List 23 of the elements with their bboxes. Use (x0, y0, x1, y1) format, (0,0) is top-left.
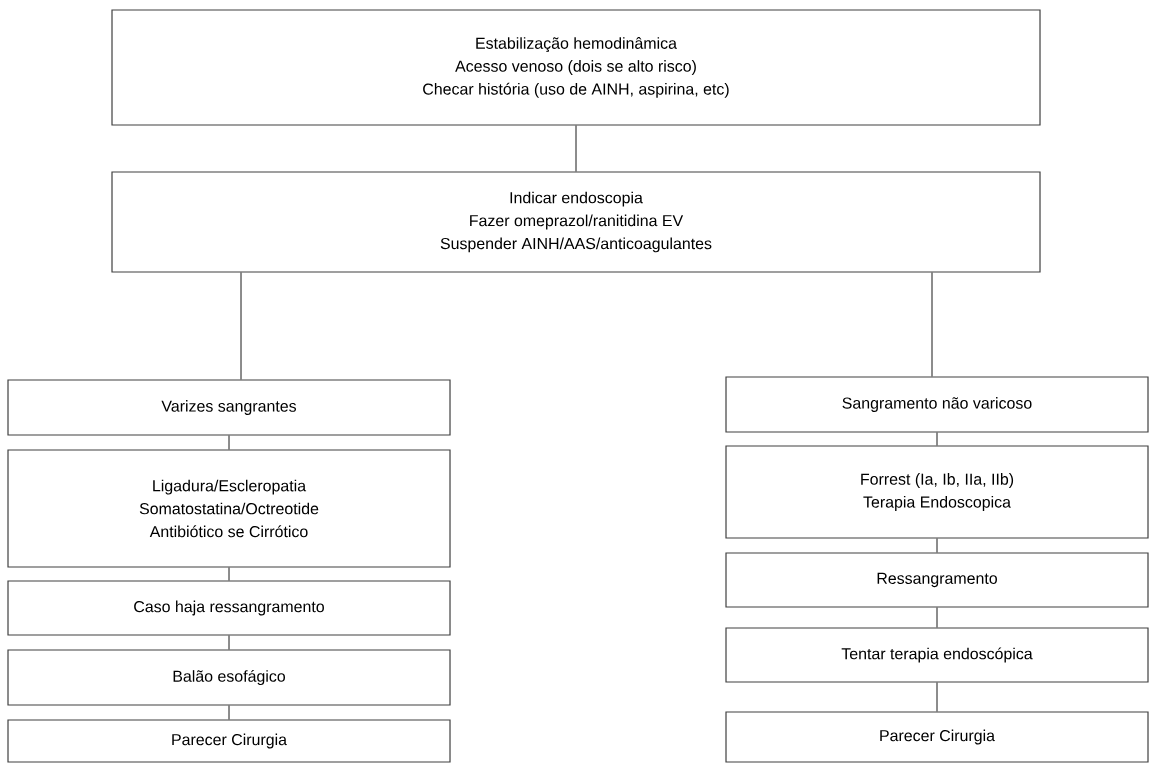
process-box: Varizes sangrantes (7, 379, 451, 436)
connector-line (228, 705, 230, 720)
process-box: Ressangramento (725, 552, 1149, 608)
process-box: Balão esofágico (7, 649, 451, 706)
process-box: Caso haja ressangramento (7, 580, 451, 636)
connector-line (228, 635, 230, 650)
connector-line (575, 125, 577, 172)
process-box: Parecer Cirurgia (7, 719, 451, 763)
connector-line (936, 432, 938, 446)
connector-line (240, 272, 242, 380)
process-box: Parecer Cirurgia (725, 711, 1149, 763)
connector-line (228, 435, 230, 450)
process-box: Sangramento não varicoso (725, 376, 1149, 433)
connector-line (936, 607, 938, 628)
connector-line (936, 682, 938, 712)
process-box: Indicar endoscopia Fazer omeprazol/ranitidina EV Suspender AINH/AAS/anticoagulantes (111, 171, 1041, 273)
connector-line (931, 272, 933, 377)
process-box: Ligadura/Escleropatia Somatostatina/Octreotide Antibiótico se Cirrótico (7, 449, 451, 568)
connector-line (228, 567, 230, 581)
connector-line (936, 538, 938, 553)
process-box: Tentar terapia endoscópica (725, 627, 1149, 683)
process-box: Estabilização hemodinâmica Acesso venoso (dois se alto risco) Checar história (uso de AINH, aspirina, etc) (111, 9, 1041, 126)
process-box: Forrest (Ia, Ib, IIa, IIb) Terapia Endoscopica (725, 445, 1149, 539)
